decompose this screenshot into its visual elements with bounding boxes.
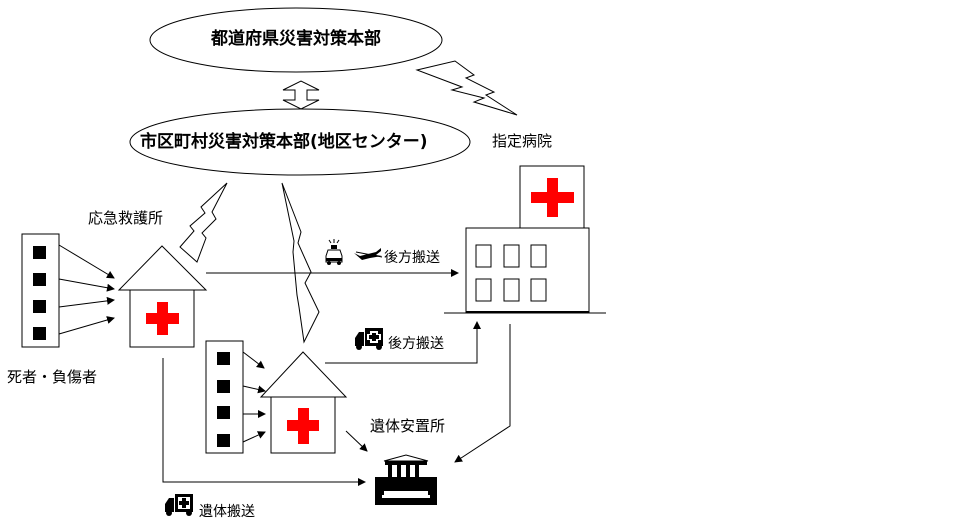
lightning-icon (415, 60, 518, 116)
ambulance-icon (355, 328, 383, 350)
rear-transport-air-label: 後方搬送 (384, 250, 440, 266)
municipal-hq-label: 市区町村災害対策本部(地区センター) (140, 132, 428, 152)
body-transport-label: 遺体搬送 (199, 504, 255, 520)
lightning-icon (281, 182, 320, 344)
casualties-group (205, 340, 244, 454)
designated-hospital-label: 指定病院 (492, 132, 553, 150)
lightning-icon (179, 182, 228, 263)
first-aid-station (259, 351, 348, 454)
first-aid-station (117, 245, 208, 348)
casualties-label: 死者・負傷者 (7, 368, 98, 386)
police-car-icon (325, 239, 343, 265)
rear-transport-ambulance-label: 後方搬送 (388, 336, 444, 352)
airplane-icon (354, 248, 383, 260)
double-arrow (282, 80, 320, 110)
prefecture-hq-ellipse (149, 7, 443, 73)
morgue-building-icon (375, 454, 437, 505)
hospital-building (444, 165, 606, 314)
casualties-group (21, 233, 60, 348)
first-aid-station-label: 応急救護所 (88, 209, 164, 227)
morgue-label: 遺体安置所 (370, 417, 446, 435)
prefecture-hq-label: 都道府県災害対策本部 (211, 29, 381, 49)
ambulance-icon (165, 494, 193, 516)
